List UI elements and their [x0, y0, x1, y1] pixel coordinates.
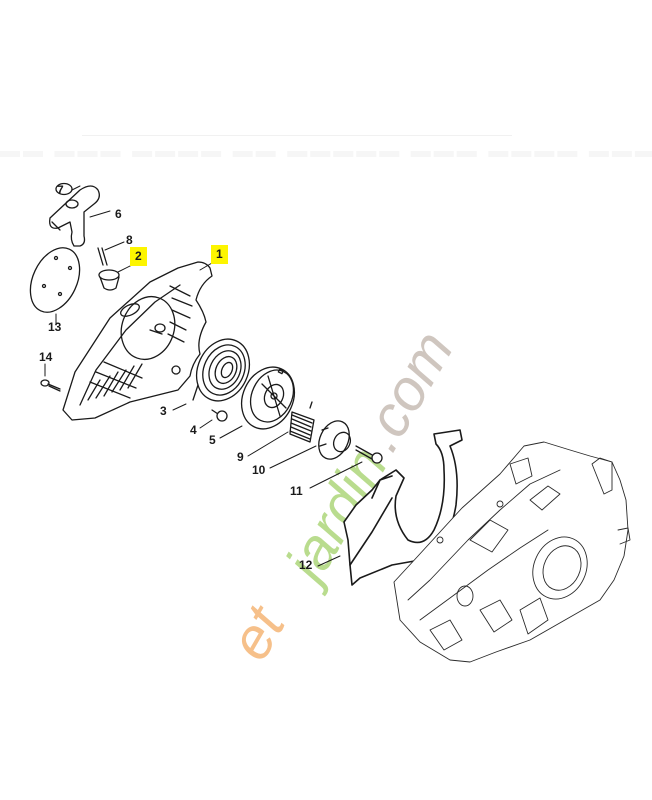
leader-11: [309, 461, 363, 489]
leader-12: [317, 555, 341, 567]
part-3-rewind-spring: [192, 338, 251, 402]
callout-14: 14: [39, 350, 53, 364]
leader-1: [199, 262, 213, 271]
part-14-screw: [40, 379, 61, 392]
part-2-rope-guide-bushing: [98, 269, 120, 291]
callout-7: 7: [57, 183, 64, 197]
part-11-screw: [355, 445, 383, 464]
callout-9: 9: [237, 450, 244, 464]
part-6-starter-grip: [49, 185, 100, 247]
callout-5: 5: [209, 433, 216, 447]
faint-header-rule: [82, 135, 512, 136]
leader-10: [269, 445, 317, 469]
part-5-rope-rotor: [240, 366, 296, 430]
callout-2: 2: [130, 247, 147, 266]
leader-5: [219, 425, 243, 439]
leader-6: [89, 210, 111, 218]
callout-8: 8: [126, 233, 133, 247]
callout-3: 3: [160, 404, 167, 418]
callout-12: 12: [299, 558, 313, 572]
part-8-starter-rope: [97, 247, 108, 266]
callout-13: 13: [48, 320, 62, 334]
leader-9: [247, 431, 289, 457]
callout-11: 11: [290, 484, 303, 498]
part-7-grip-cap: [55, 182, 73, 196]
leader-3: [172, 403, 187, 411]
leader-lines: [44, 185, 363, 567]
part-10-pawl-carrier: [318, 420, 352, 460]
callout-10: 10: [252, 463, 266, 477]
leader-7: [71, 185, 81, 191]
callout-1: 1: [211, 245, 228, 264]
leader-8: [104, 241, 125, 251]
part-13-cover-plate: [29, 247, 81, 313]
watermark-part1: et: [217, 594, 299, 671]
callout-4: 4: [190, 423, 197, 437]
engine-block: [393, 441, 631, 663]
leader-4: [199, 419, 213, 429]
faint-header-text: ▬▬ ▬▬▬ ▬▬▬▬ ▬▬ ▬▬▬▬▬ ▬▬▬ ▬▬▬▬ ▬▬▬▬: [0, 140, 652, 162]
part-1-starter-housing: [62, 261, 213, 421]
callout-6: 6: [115, 207, 122, 221]
part-4-screw: [211, 409, 228, 422]
part-9-spring: [289, 401, 315, 443]
